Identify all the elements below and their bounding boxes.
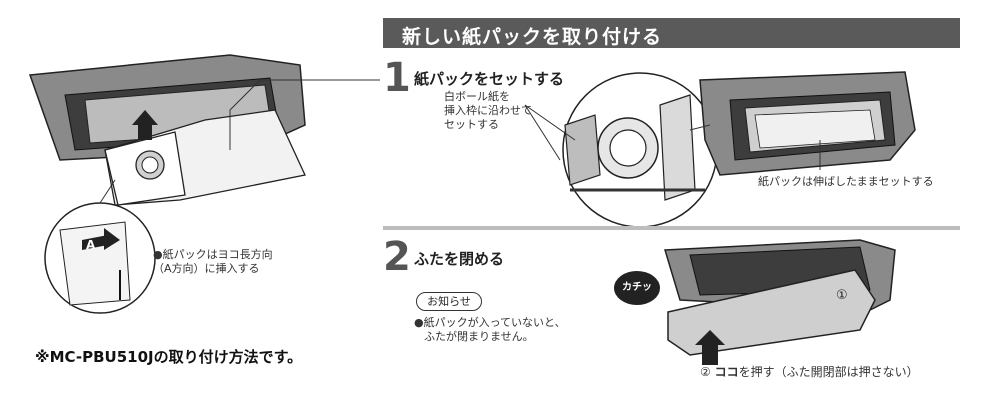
arrow-letter: A bbox=[86, 238, 96, 252]
step-1-number: 1 bbox=[383, 55, 411, 101]
marker-2: ② bbox=[700, 365, 711, 379]
step-2-number: 2 bbox=[383, 234, 411, 280]
vacuum-body-step1 bbox=[689, 71, 916, 176]
notice-text: ●紙パックが入っていないと、 ふたが閉まりません。 bbox=[414, 316, 566, 344]
header-bar bbox=[383, 18, 960, 48]
click-sound-badge: カチッ bbox=[614, 271, 660, 305]
model-note: ※MC-PBU510Jの取り付け方法です。 bbox=[35, 348, 303, 366]
notice-label: お知らせ bbox=[416, 292, 482, 311]
press-label-bold: ココ bbox=[714, 365, 739, 379]
vacuum-body-left-illustration bbox=[28, 54, 380, 206]
zoom-circle-step1 bbox=[524, 72, 718, 228]
direction-line: ●紙パックはヨコ長方向 bbox=[153, 248, 273, 261]
press-instruction: ② ココを押す（ふた開閉部は押さない） bbox=[700, 365, 919, 379]
section-divider bbox=[383, 226, 960, 230]
page-title: 新しい紙パックを取り付ける bbox=[402, 26, 663, 48]
marker-1: ① bbox=[836, 288, 848, 303]
notice-line: ふたが閉まりません。 bbox=[424, 330, 534, 343]
annotation-line: 白ボール紙を bbox=[444, 90, 510, 103]
press-label-rest: を押す（ふた開閉部は押さない） bbox=[738, 365, 919, 379]
step-2-title: ふたを閉める bbox=[414, 250, 505, 268]
vacuum-body-step2 bbox=[664, 239, 896, 365]
bag-note: 紙パックは伸ばしたままセットする bbox=[758, 175, 934, 188]
notice-line: ●紙パックが入っていないと、 bbox=[414, 316, 566, 329]
zoom-circle-left bbox=[44, 179, 156, 314]
direction-note: ●紙パックはヨコ長方向 （A方向）に挿入する bbox=[153, 248, 273, 276]
annotation-line: セットする bbox=[444, 118, 499, 131]
step-1-title: 紙パックをセットする bbox=[414, 70, 565, 88]
annotation-line: 挿入枠に沿わせて bbox=[444, 104, 532, 117]
step-1-annotation: 白ボール紙を 挿入枠に沿わせて セットする bbox=[444, 90, 532, 132]
direction-line: （A方向）に挿入する bbox=[153, 262, 260, 275]
